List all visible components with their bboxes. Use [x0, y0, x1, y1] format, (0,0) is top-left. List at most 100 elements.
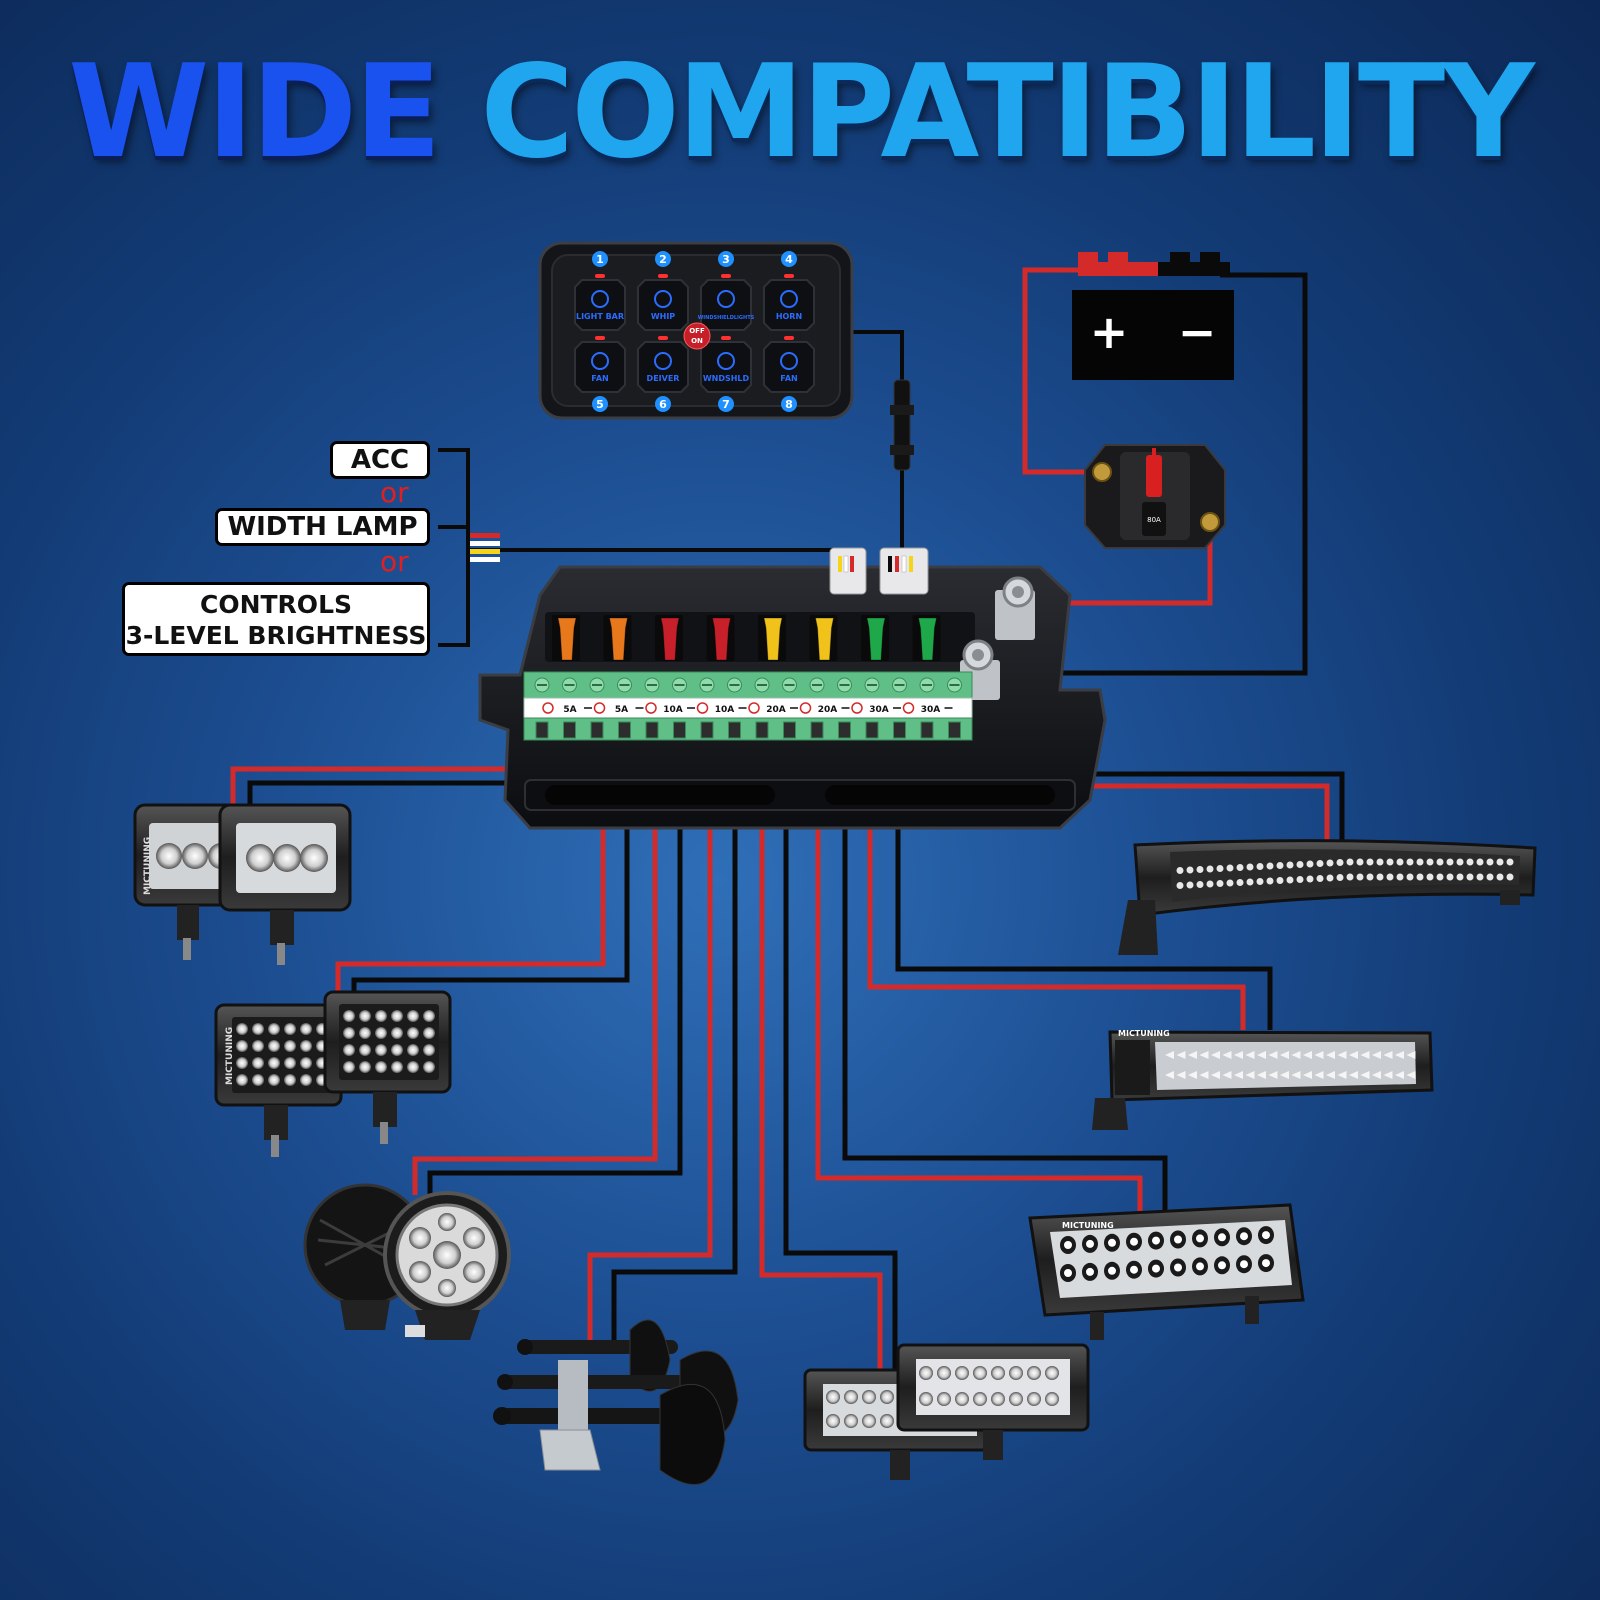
led-lens	[1372, 1051, 1381, 1059]
fan-icon	[591, 352, 609, 370]
switch-number-1: 1	[592, 251, 608, 267]
led-lens	[236, 1040, 248, 1052]
led-lens	[375, 1044, 387, 1056]
led-lens	[1199, 1051, 1209, 1059]
terminal-screw-16	[947, 677, 962, 739]
led-lens	[919, 1366, 933, 1380]
led-lens	[1496, 858, 1504, 866]
led-lens	[1280, 1071, 1289, 1079]
fuse-3[interactable]	[655, 615, 683, 661]
breaker-terminal-in	[1092, 462, 1112, 482]
switch-button-7[interactable]: WNDSHLD	[700, 336, 752, 393]
led-lens	[1386, 858, 1394, 866]
led-lens	[1257, 1051, 1266, 1059]
fuse-5[interactable]	[758, 615, 786, 661]
switch-button-8[interactable]: FAN	[763, 336, 815, 393]
led-lens	[1366, 873, 1374, 881]
terminal-screw-13	[864, 677, 880, 739]
switch-button-1[interactable]: LIGHT BAR	[574, 274, 626, 331]
device-air-horns	[493, 1319, 739, 1486]
led-lens	[1234, 1051, 1243, 1059]
led-lens	[1226, 879, 1234, 887]
fuse-8[interactable]	[912, 615, 941, 661]
led-lens	[359, 1027, 371, 1039]
device-cube-pod-lights: MICTUNING	[133, 803, 352, 965]
double-bar-brand: MICTUNING	[1118, 1029, 1170, 1038]
width-lamp-text: WIDTH LAMP	[227, 512, 418, 542]
led-lens	[1486, 873, 1494, 881]
panel-cable	[850, 330, 904, 560]
fuse-rating-5: 20A	[766, 705, 786, 715]
led-lens	[268, 1023, 280, 1035]
led-lens	[1268, 1051, 1278, 1059]
led-lens	[955, 1366, 969, 1380]
seat-heater-icon	[654, 352, 672, 370]
led-lens	[973, 1366, 987, 1380]
switch-number-2: 2	[655, 251, 671, 267]
led-lens	[1280, 1051, 1289, 1059]
led-lens	[375, 1027, 387, 1039]
fuse-2[interactable]	[603, 615, 632, 661]
device-double-row-light-bar: MICTUNING	[1092, 1029, 1434, 1130]
center-off-text: OFF	[689, 327, 705, 335]
led-lens	[1316, 860, 1324, 867]
led-lens	[1436, 873, 1444, 881]
center-power-button[interactable]: OFF ON	[683, 322, 711, 350]
wire-gnd-5	[783, 733, 898, 1370]
led-lens	[1306, 860, 1314, 868]
led-lens	[407, 1044, 419, 1056]
terminal-screw-9	[754, 677, 770, 739]
fuse-1[interactable]	[552, 615, 580, 661]
led-lens	[1256, 878, 1264, 885]
led-lens	[1296, 876, 1304, 883]
acc-label: ACC	[330, 441, 430, 479]
led-lens	[1236, 879, 1244, 886]
led-lens	[252, 1074, 264, 1086]
led-lens	[1216, 865, 1224, 872]
led-lens	[236, 1057, 248, 1069]
fuse-rating-6: 20A	[818, 705, 838, 715]
fuse-rating-4: 10A	[715, 705, 735, 715]
fuse-plus-mark-1	[542, 702, 554, 714]
led-lens	[1196, 866, 1204, 873]
indicator-led-6	[658, 336, 668, 340]
fuse-plus-mark-3	[645, 702, 657, 714]
led-lens	[1176, 1051, 1186, 1059]
breaker-lever[interactable]	[1146, 455, 1162, 497]
led-lens	[1045, 1366, 1059, 1380]
led-lens	[1027, 1392, 1041, 1406]
led-lens	[1386, 873, 1394, 881]
wire-pos-4	[587, 733, 713, 1345]
fuse-7[interactable]	[861, 615, 889, 661]
led-lens	[1246, 863, 1254, 871]
fuse-6[interactable]	[809, 615, 838, 661]
switch-button-2[interactable]: WHIP	[637, 274, 689, 331]
switch-button-5[interactable]: FAN	[574, 336, 626, 393]
switch-button-4[interactable]: HORN	[763, 274, 815, 331]
switch-button-6[interactable]: DEIVER	[637, 336, 689, 393]
led-lens	[407, 1027, 419, 1039]
wire-harness	[230, 267, 1345, 1370]
switch-button-3[interactable]: WINDSHIELDLIGHTS	[698, 274, 755, 331]
terminal-screw-2	[562, 677, 577, 739]
terminal-screw-12	[837, 677, 852, 739]
fuse-rating-8: 30A	[921, 705, 941, 715]
led-lens	[423, 1027, 435, 1039]
led-lens	[423, 1061, 435, 1073]
fuse-4[interactable]	[706, 615, 735, 661]
breaker-rating: 80A	[1147, 516, 1161, 524]
led-lens	[1466, 858, 1474, 866]
led-lens	[862, 1414, 876, 1428]
led-lens	[1346, 873, 1354, 881]
led-lens	[1027, 1366, 1041, 1380]
led-lens	[236, 1074, 248, 1086]
led-lens	[268, 1074, 280, 1086]
led-lens	[1476, 873, 1484, 881]
led-lens	[1349, 1051, 1358, 1059]
led-lens	[1306, 875, 1314, 883]
terminal-screw-5	[644, 677, 660, 739]
terminal-screw-4	[617, 677, 632, 739]
led-lens	[1395, 1071, 1404, 1079]
indicator-led-4	[784, 274, 794, 278]
